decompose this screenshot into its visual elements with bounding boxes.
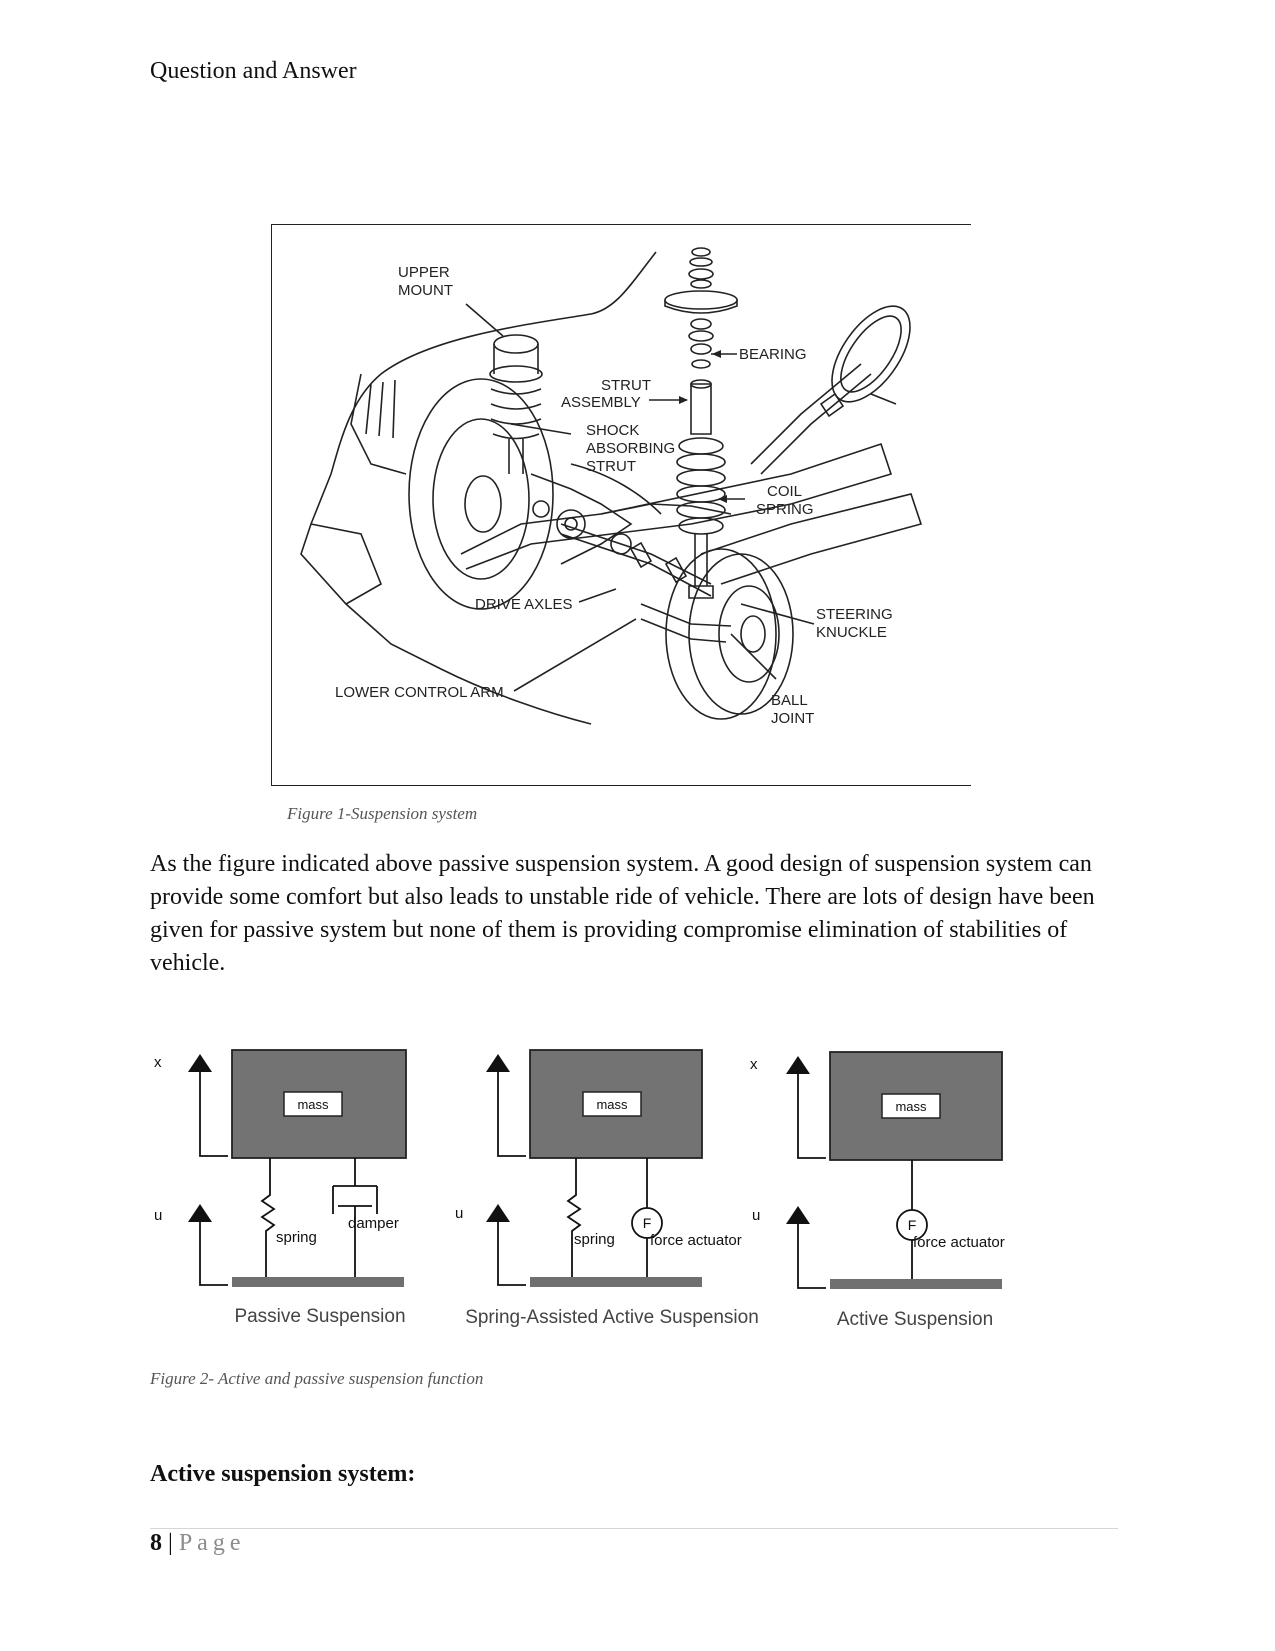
passive-u-label: u	[154, 1207, 162, 1224]
active-suspension-title: Active Suspension	[837, 1309, 993, 1330]
active-force-symbol: F	[908, 1217, 917, 1233]
spring-assisted-u-label: u	[455, 1205, 463, 1222]
label-steering-knuckle-line1: STEERING	[816, 606, 893, 623]
active-actuator-label: force actuator	[913, 1234, 1005, 1251]
passive-mass-label: mass	[297, 1097, 329, 1112]
spring-assisted-suspension-title: Spring-Assisted Active Suspension	[465, 1307, 759, 1328]
label-shock-line2: ABSORBING	[586, 440, 675, 457]
label-strut-assembly-line2: ASSEMBLY	[561, 394, 641, 411]
label-lower-control-arm: LOWER CONTROL ARM	[335, 684, 504, 701]
passive-damper-label: damper	[348, 1215, 399, 1232]
label-ball-joint-line2: JOINT	[771, 710, 814, 727]
label-ball-joint-line1: BALL	[771, 692, 808, 709]
label-coil-spring-line2: SPRING	[756, 501, 814, 518]
figure-2-caption: Figure 2- Active and passive suspension …	[150, 1369, 484, 1388]
label-upper-mount-line1: UPPER	[398, 264, 450, 281]
footer-divider	[150, 1528, 1118, 1529]
page-number: 8	[150, 1530, 162, 1556]
label-bearing: BEARING	[739, 346, 807, 363]
label-shock-line3: STRUT	[586, 458, 636, 475]
passive-suspension-title: Passive Suspension	[234, 1306, 405, 1327]
spring-assisted-spring-label: spring	[574, 1231, 615, 1248]
label-drive-axles: DRIVE AXLES	[475, 596, 573, 613]
active-u-label: u	[752, 1207, 760, 1224]
passive-spring-label: spring	[276, 1229, 317, 1246]
suspension-system-figure: UPPER MOUNT BEARING STRUT ASSEMBLY SHOCK…	[271, 224, 971, 786]
label-coil-spring-line1: COIL	[767, 483, 802, 500]
running-header: Question and Answer	[150, 58, 357, 84]
label-steering-knuckle-line2: KNUCKLE	[816, 624, 887, 641]
label-upper-mount-line2: MOUNT	[398, 282, 453, 299]
body-paragraph: As the figure indicated above passive su…	[150, 851, 1095, 976]
passive-x-label: x	[154, 1054, 162, 1071]
suspension-comparison-figure: mass mass mass x u u x u spring damper s…	[154, 1049, 1005, 1330]
label-shock-line1: SHOCK	[586, 422, 639, 439]
page-word: Page	[178, 1530, 246, 1556]
page-footer: 8 | Page	[150, 1530, 245, 1557]
figure-1-caption: Figure 1-Suspension system	[287, 804, 478, 823]
footer-separator: |	[168, 1530, 173, 1556]
label-strut-assembly-line1: STRUT	[601, 377, 651, 394]
section-heading: Active suspension system:	[150, 1461, 416, 1487]
active-mass-label: mass	[895, 1099, 927, 1114]
spring-assisted-force-symbol: F	[643, 1215, 652, 1231]
active-x-label: x	[750, 1056, 758, 1073]
spring-assisted-actuator-label: force actuator	[650, 1232, 742, 1249]
spring-assisted-mass-label: mass	[596, 1097, 628, 1112]
